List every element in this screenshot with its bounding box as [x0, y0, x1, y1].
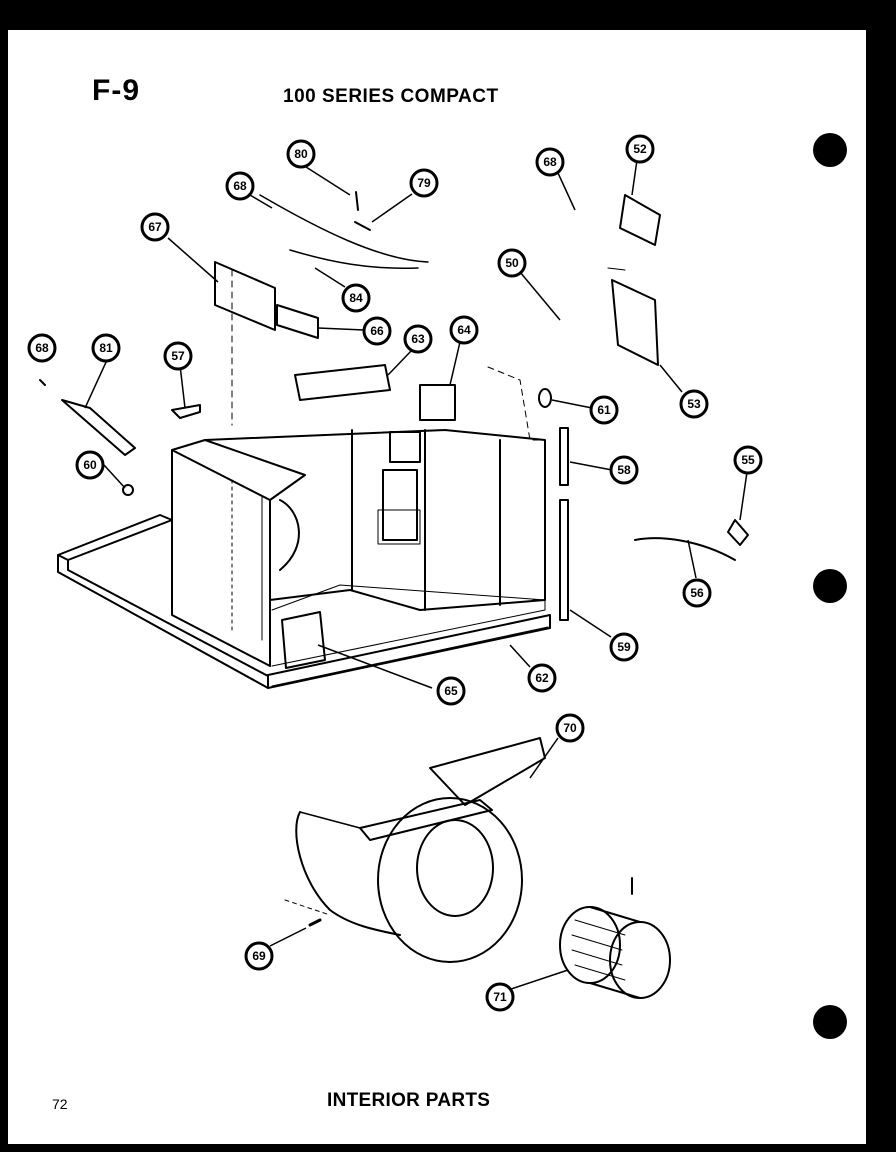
callout-70: 70	[555, 713, 585, 743]
svg-text:84: 84	[349, 291, 363, 305]
series-title: 100 SERIES COMPACT	[283, 86, 499, 107]
svg-text:68: 68	[543, 155, 557, 169]
callout-58: 58	[609, 455, 639, 485]
svg-text:69: 69	[252, 949, 266, 963]
binder-hole-bottom	[813, 1005, 847, 1039]
svg-text:71: 71	[493, 990, 507, 1004]
svg-text:55: 55	[741, 453, 755, 467]
callout-57: 57	[163, 341, 193, 371]
callout-67: 67	[140, 212, 170, 242]
svg-text:64: 64	[457, 323, 471, 337]
callout-81: 81	[91, 333, 121, 363]
svg-text:59: 59	[617, 640, 631, 654]
binder-hole-top	[813, 133, 847, 167]
capillary-tube	[259, 191, 429, 270]
key-57	[171, 404, 201, 419]
callout-69: 69	[244, 941, 274, 971]
svg-text:81: 81	[99, 341, 113, 355]
blower-housing	[284, 737, 546, 963]
section-title: INTERIOR PARTS	[327, 1090, 491, 1111]
grommet-60	[122, 484, 134, 496]
callout-56: 56	[682, 578, 712, 608]
figure-code: F-9	[92, 74, 140, 107]
callout-84: 84	[341, 283, 371, 313]
svg-text:70: 70	[563, 721, 577, 735]
svg-text:57: 57	[171, 349, 185, 363]
sensor-lead	[634, 519, 749, 561]
page-number: 72	[52, 1096, 68, 1112]
callout-66: 66	[362, 316, 392, 346]
callout-68b: 68	[535, 147, 565, 177]
binder-hole-middle	[813, 569, 847, 603]
bracket-81	[39, 379, 136, 456]
side-rails	[532, 427, 569, 621]
svg-text:50: 50	[505, 256, 519, 270]
leader-lines	[84, 159, 748, 991]
callout-59: 59	[609, 632, 639, 662]
svg-text:80: 80	[294, 147, 308, 161]
blower-wheel	[559, 877, 671, 999]
callout-79: 79	[409, 168, 439, 198]
svg-text:68: 68	[35, 341, 49, 355]
svg-text:68: 68	[233, 179, 247, 193]
control-bracket	[607, 194, 661, 366]
svg-text:60: 60	[83, 458, 97, 472]
callout-52: 52	[625, 134, 655, 164]
callout-63: 63	[403, 324, 433, 354]
callout-61: 61	[589, 395, 619, 425]
callout-71: 71	[485, 982, 515, 1012]
svg-text:58: 58	[617, 463, 631, 477]
svg-text:79: 79	[417, 176, 431, 190]
left-wall	[171, 439, 306, 667]
svg-text:63: 63	[411, 332, 425, 346]
callout-65: 65	[436, 676, 466, 706]
svg-text:62: 62	[535, 671, 549, 685]
callouts: 80 79 68 67 84 66 63 64 68 52 50 53 68 8…	[27, 134, 763, 1012]
callout-68: 68	[225, 171, 255, 201]
svg-text:56: 56	[690, 586, 704, 600]
callout-80: 80	[286, 139, 316, 169]
callout-64: 64	[449, 315, 479, 345]
svg-text:52: 52	[633, 142, 647, 156]
callout-62: 62	[527, 663, 557, 693]
callout-60: 60	[75, 450, 105, 480]
grommet-61	[538, 388, 552, 408]
callout-50: 50	[497, 248, 527, 278]
screw-69	[308, 918, 322, 927]
floor-plate	[271, 584, 546, 669]
callout-53: 53	[679, 389, 709, 419]
svg-text:67: 67	[148, 220, 162, 234]
base-pan	[57, 514, 551, 689]
callout-68c: 68	[27, 333, 57, 363]
svg-text:65: 65	[444, 684, 458, 698]
svg-text:66: 66	[370, 324, 384, 338]
svg-text:53: 53	[687, 397, 701, 411]
svg-text:61: 61	[597, 403, 611, 417]
top-panels	[214, 261, 531, 441]
callout-55: 55	[733, 445, 763, 475]
